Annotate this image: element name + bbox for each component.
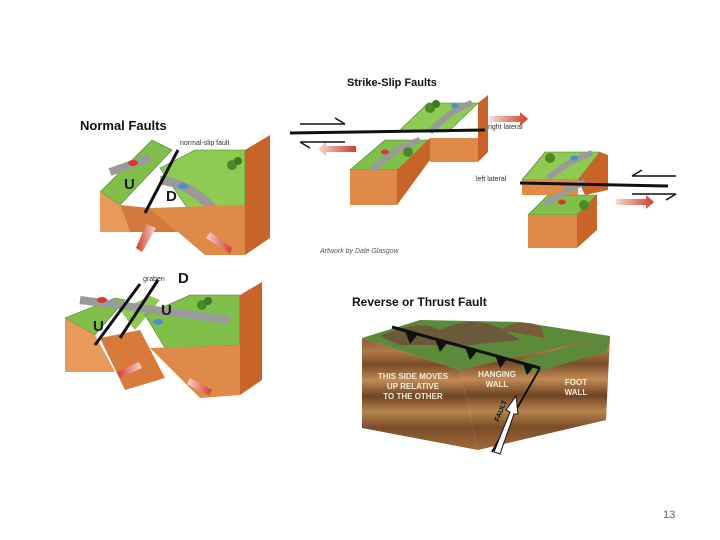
strike-slip-diagram [289,95,677,248]
foot-wall-label: FOOT WALL [558,378,594,398]
graben-down-label: D [178,270,189,287]
normal-faults-title: Normal Faults [80,118,167,133]
hanging-wall-line-2: WALL [485,380,509,389]
graben-label: graben [143,276,165,283]
normal-slip-fault-label: normal-slip fault [180,140,230,147]
right-lateral-label: right lateral [488,124,523,131]
strike-slip-title: Strike-Slip Faults [347,77,437,89]
foot-wall-line-2: WALL [564,388,588,397]
thrust-fault-diagram [362,320,610,455]
hanging-wall-label: HANGING WALL [474,370,520,390]
foot-wall-line-1: FOOT [564,378,588,387]
graben-left-up-label: U [93,318,104,335]
hanging-wall-motion-label: THIS SIDE MOVES UP RELATIVE TO THE OTHER [368,372,458,402]
page-number: 13 [663,509,676,521]
graben-diagram [64,279,262,398]
normal-fault-down-label: D [166,188,177,205]
side-line-2: UP RELATIVE [386,382,440,391]
artwork-credit: Artwork by Dale Glasgow [320,248,399,255]
normal-fault-up-label: U [124,176,135,193]
side-line-3: TO THE OTHER [383,392,443,401]
thrust-fault-title: Reverse or Thrust Fault [352,295,487,309]
left-lateral-label: left lateral [476,176,507,183]
normal-fault-diagram [99,135,270,255]
graben-right-up-label: U [161,302,172,319]
side-line-1: THIS SIDE MOVES [377,372,449,381]
hanging-wall-line-1: HANGING [478,370,516,379]
